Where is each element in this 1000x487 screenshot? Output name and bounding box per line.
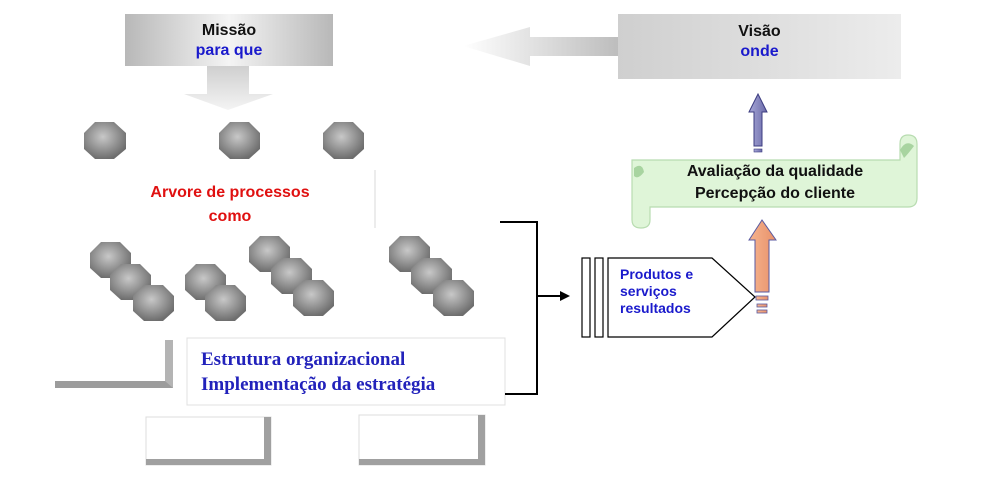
bracket-arrowhead xyxy=(560,291,570,301)
visao-subtitle: onde xyxy=(740,43,779,60)
estrutura-box xyxy=(186,337,506,406)
process-octagon xyxy=(323,122,364,159)
missao-title: Missão xyxy=(201,22,257,39)
processos-line2: como xyxy=(208,208,252,225)
visao-label: Visão onde xyxy=(618,22,901,62)
qualidade-scroll xyxy=(631,134,918,229)
process-octagon xyxy=(133,285,174,321)
process-octagon xyxy=(219,122,260,159)
process-octagon xyxy=(205,285,246,321)
bottom-box-right xyxy=(358,414,486,466)
estrutura-line1: Estrutura organizacional xyxy=(201,349,406,370)
qualidade-line2: Percepção do cliente xyxy=(694,185,856,202)
produtos-label: Produtos e serviços resultados xyxy=(620,266,720,317)
produtos-line1: Produtos e xyxy=(620,266,694,282)
visao-up-arrow xyxy=(748,92,768,153)
produtos-line3: resultados xyxy=(620,300,691,316)
bracket-connector xyxy=(500,221,562,395)
qualidade-line1: Avaliação da qualidade xyxy=(686,163,864,180)
produtos-shape xyxy=(581,257,756,338)
process-octagon xyxy=(84,122,126,159)
bottom-box-left xyxy=(145,416,272,466)
qualidade-label: Avaliação da qualidade Percepção do clie… xyxy=(650,161,900,205)
processos-label: Arvore de processos como xyxy=(120,181,340,229)
visao-box xyxy=(618,14,901,79)
estrutura-line2: Implementação da estratégia xyxy=(201,374,436,395)
visao-title: Visão xyxy=(738,23,781,40)
missao-box xyxy=(125,14,333,66)
visao-to-missao-arrow xyxy=(463,27,618,66)
processos-line1: Arvore de processos xyxy=(150,184,310,201)
missao-down-arrow xyxy=(184,66,273,110)
process-octagon xyxy=(433,280,474,316)
estrutura-label: Estrutura organizacional Implementação d… xyxy=(201,347,501,397)
estrutura-base xyxy=(55,340,173,388)
qualidade-up-arrow xyxy=(748,219,777,314)
process-octagon xyxy=(293,280,334,316)
octagon-clusters xyxy=(90,236,474,321)
missao-subtitle: para que xyxy=(195,42,263,59)
missao-label: Missão para que xyxy=(125,21,333,61)
produtos-line2: serviços xyxy=(620,283,677,299)
top-octagons xyxy=(84,122,364,159)
